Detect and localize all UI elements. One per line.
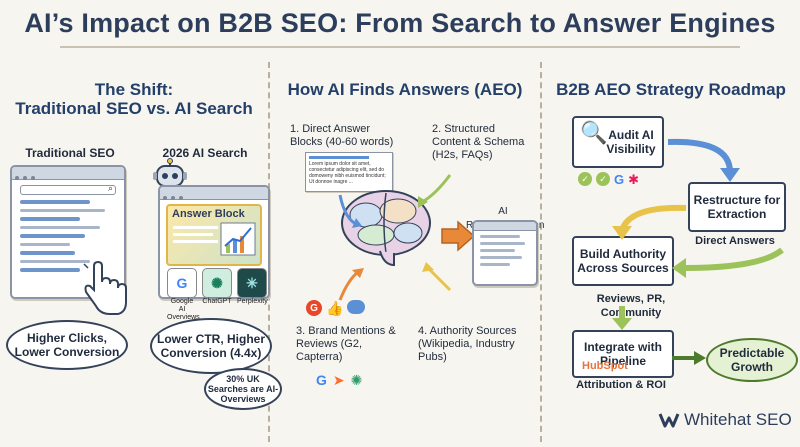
aeo-step1-label: 1. Direct Answer Blocks (40-60 words) [290, 123, 394, 148]
browser-titlebar [12, 167, 124, 180]
integrate-sublabel: Attribution & ROI [576, 379, 666, 391]
thumbs-up-icon: 👍 [326, 300, 344, 316]
g2-icon: G [306, 300, 322, 316]
google-icon: G [167, 268, 197, 298]
authority-sublabel: Reviews, PR, Community [596, 293, 666, 319]
check-icon: ✓ [596, 172, 610, 186]
brand-name: Whitehat SEO [684, 410, 792, 429]
aeo-arrows [338, 174, 452, 301]
shift-title-line2: Traditional SEO vs. AI Search [15, 99, 253, 118]
search-icon: ⌕ [107, 183, 113, 193]
chatgpt-icon: ✺ [202, 268, 232, 298]
ai-tool-google: G Google AI Overviews [167, 268, 200, 322]
ai-tool-chatgpt: ✺ ChatGPT [202, 268, 232, 322]
capterra-icon: ➤ [332, 372, 345, 388]
browser-titlebar [474, 222, 536, 231]
aeo-step3-label: 3. Brand Mentions & Reviews (G2, Capterr… [296, 325, 396, 363]
uk-stat-bubble: 30% UK Searches are AI-Overviews [204, 368, 282, 410]
brand-logo: Whitehat SEO [658, 410, 792, 430]
search-bar: ⌕ [20, 183, 116, 195]
aeo-step2-label: 2. Structured Content & Schema (H2s, FAQ… [432, 123, 525, 161]
slack-icon: ✱ [628, 172, 640, 187]
review-platform-icons: G ➤ ✺ [316, 372, 362, 389]
output-arrow-icon [441, 220, 476, 252]
brain-icon [341, 190, 431, 267]
page-title: AI’s Impact on B2B SEO: From Search to A… [24, 8, 776, 38]
ai-search-label: 2026 AI Search [162, 146, 248, 160]
traditional-seo-browser: ⌕ [10, 165, 126, 299]
roadmap-step-restructure: Restructure for Extraction [688, 182, 786, 232]
chatgpt-icon: ✺ [350, 372, 363, 388]
google-icon: G [614, 172, 625, 187]
aeo-step4-label: 4. Authority Sources (Wikipedia, Industr… [418, 325, 517, 363]
roadmap-title: B2B AEO Strategy Roadmap [556, 80, 786, 99]
ai-tools-row: G Google AI Overviews ✺ ChatGPT ✳ Perple… [167, 268, 268, 322]
magnifier-icon: 🔍 [580, 120, 608, 145]
column-divider-right [540, 62, 542, 442]
robot-icon [153, 158, 187, 187]
check-icon: ✓ [578, 172, 592, 186]
answer-block: Answer Block [166, 204, 262, 266]
higher-clicks-bubble: Higher Clicks, Lower Conversion [6, 320, 128, 370]
growth-chart-icon [220, 222, 256, 256]
answer-snippet-card: Lorem ipsum dolor sit amet, consectetur … [305, 152, 393, 192]
predictable-growth-bubble: Predictable Growth [706, 338, 798, 382]
google-icon: G [316, 372, 327, 388]
roadmap-step-integrate: Integrate with Pipeline [572, 330, 674, 378]
answer-snippet-text: Lorem ipsum dolor sit amet, consectetur … [309, 161, 386, 185]
ai-tool-perplexity: ✳ Perplexity [237, 268, 268, 322]
shift-title-line1: The Shift: [94, 80, 174, 99]
audit-status-icons: ✓ ✓ G ✱ [578, 172, 639, 188]
roadmap-arrows [612, 138, 784, 365]
ai-recommendation-browser [472, 220, 538, 286]
pointing-hand-icon [80, 260, 127, 315]
roadmap-step-audit: 🔍 Audit AI Visibility [572, 116, 664, 168]
aeo-title: How AI Finds Answers (AEO) [287, 80, 523, 99]
whitehat-logo-icon [658, 413, 680, 428]
lower-ctr-bubble: Lower CTR, Higher Conversion (4.4x) [150, 318, 272, 374]
browser-titlebar [160, 187, 268, 200]
perplexity-icon: ✳ [237, 268, 267, 298]
chat-bubble-icon [347, 300, 366, 314]
title-underline [60, 46, 740, 48]
shift-title: The Shift: Traditional SEO vs. AI Search [0, 80, 268, 118]
hubspot-logo: HubSpot [582, 360, 628, 372]
review-icons-row: G 👍 [306, 300, 366, 317]
traditional-seo-label: Traditional SEO [25, 146, 115, 160]
answer-block-label: Answer Block [172, 208, 245, 220]
restructure-sublabel: Direct Answers [695, 235, 775, 247]
